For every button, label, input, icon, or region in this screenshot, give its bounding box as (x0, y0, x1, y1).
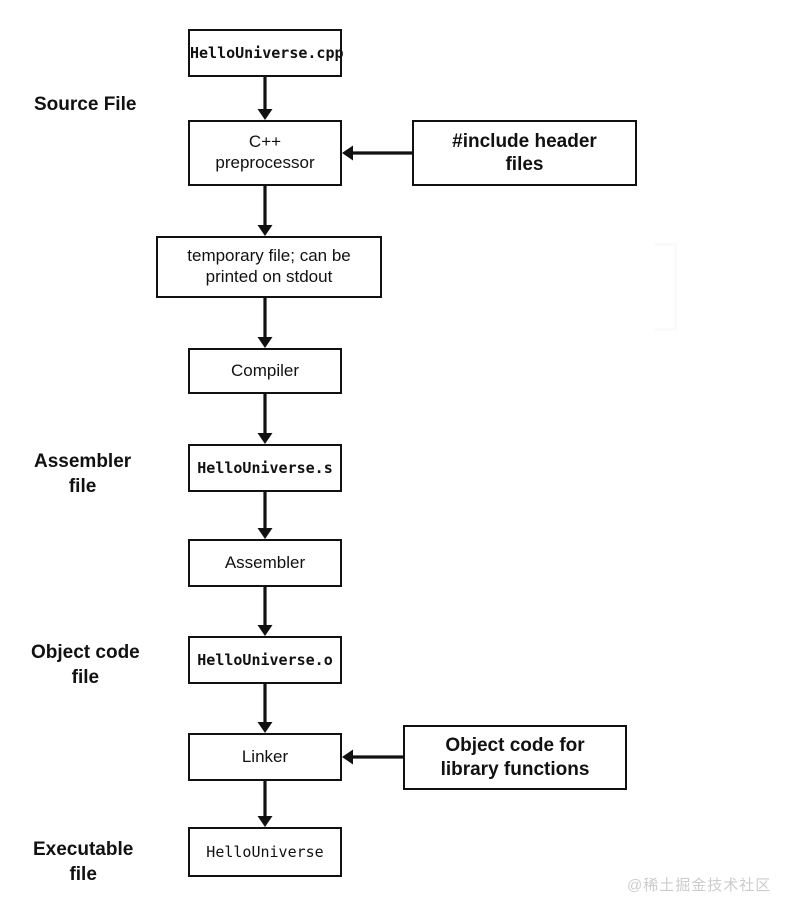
edge-compiler-to-s (257, 394, 273, 444)
node-label-temporary-file: temporary file; can be printed on stdout (187, 246, 351, 286)
edge-include-to-preprocessor (342, 145, 412, 161)
edge-s-to-assembler (257, 492, 273, 539)
node-label-cpp-preprocessor: C++ preprocessor (215, 132, 315, 172)
node-hello-universe-cpp[interactable]: HelloUniverse.cpp (188, 29, 344, 77)
stage-label-assembler-file: Assembler file (34, 451, 132, 497)
node-label-include-header-files: #include header files (452, 130, 597, 175)
node-compiler[interactable]: Compiler (188, 348, 342, 394)
node-include-header-files[interactable]: #include header files (412, 120, 637, 186)
node-hello-universe-exe[interactable]: HelloUniverse (188, 827, 342, 877)
node-cpp-preprocessor[interactable]: C++ preprocessor (188, 120, 342, 186)
node-label-assembler: Assembler (224, 552, 306, 572)
node-label-hello-universe-cpp: HelloUniverse.cpp (190, 43, 344, 62)
edge-cpp-to-preprocessor (257, 77, 273, 120)
node-assembler[interactable]: Assembler (188, 539, 342, 587)
node-label-hello-universe-s: HelloUniverse.s (197, 458, 333, 477)
edge-library-to-linker (342, 749, 403, 765)
stage-label-executable-file: Executable file (33, 839, 134, 885)
node-temporary-file[interactable]: temporary file; can be printed on stdout (156, 236, 382, 298)
edge-preprocessor-to-temp (257, 186, 273, 236)
node-label-linker: Linker (241, 746, 289, 766)
node-label-hello-universe-exe: HelloUniverse (206, 842, 324, 861)
watermark-label: @稀土掘金技术社区 (627, 877, 772, 894)
edge-linker-to-exe (257, 781, 273, 827)
edge-assembler-to-o (257, 587, 273, 636)
node-label-hello-universe-o: HelloUniverse.o (197, 650, 333, 669)
edge-o-to-linker (257, 684, 273, 733)
watermark-bracket-decoration (655, 243, 677, 331)
node-object-code-library[interactable]: Object code for library functions (403, 725, 627, 790)
node-hello-universe-s[interactable]: HelloUniverse.s (188, 444, 342, 492)
node-label-compiler: Compiler (230, 360, 300, 380)
node-linker[interactable]: Linker (188, 733, 342, 781)
stage-label-source-file: Source File (34, 94, 137, 115)
edge-temp-to-compiler (257, 298, 273, 348)
node-hello-universe-o[interactable]: HelloUniverse.o (188, 636, 342, 684)
stage-label-object-code-file: Object code file (31, 642, 140, 688)
node-label-object-code-library: Object code for library functions (440, 735, 590, 780)
